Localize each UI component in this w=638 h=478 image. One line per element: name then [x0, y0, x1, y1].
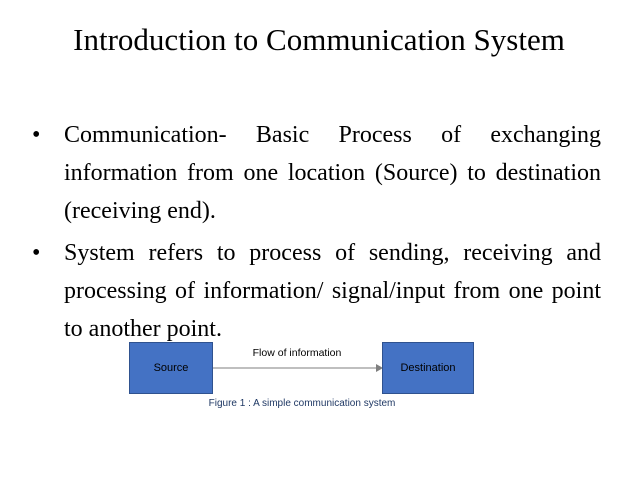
destination-box: Destination [382, 342, 474, 394]
bullet-item-communication: • Communication- Basic Process of exchan… [0, 116, 638, 230]
bullet-marker: • [32, 240, 41, 266]
bullet-list: • Communication- Basic Process of exchan… [0, 116, 638, 352]
bullet-text: Communication- Basic Process of exchangi… [64, 122, 601, 224]
flow-arrow [213, 364, 383, 372]
destination-label: Destination [400, 362, 456, 374]
figure-caption: Figure 1 : A simple communication system [208, 398, 396, 409]
slide-title: Introduction to Communication System [73, 22, 565, 57]
bullet-marker: • [32, 122, 41, 148]
bullet-item-system: • System refers to process of sending, r… [0, 234, 638, 348]
source-label: Source [153, 362, 189, 374]
communication-diagram: Source Flow of information Destination F… [127, 340, 477, 415]
flow-label: Flow of information [252, 347, 342, 359]
bullet-text: System refers to process of sending, rec… [64, 240, 601, 342]
source-box: Source [129, 342, 213, 394]
